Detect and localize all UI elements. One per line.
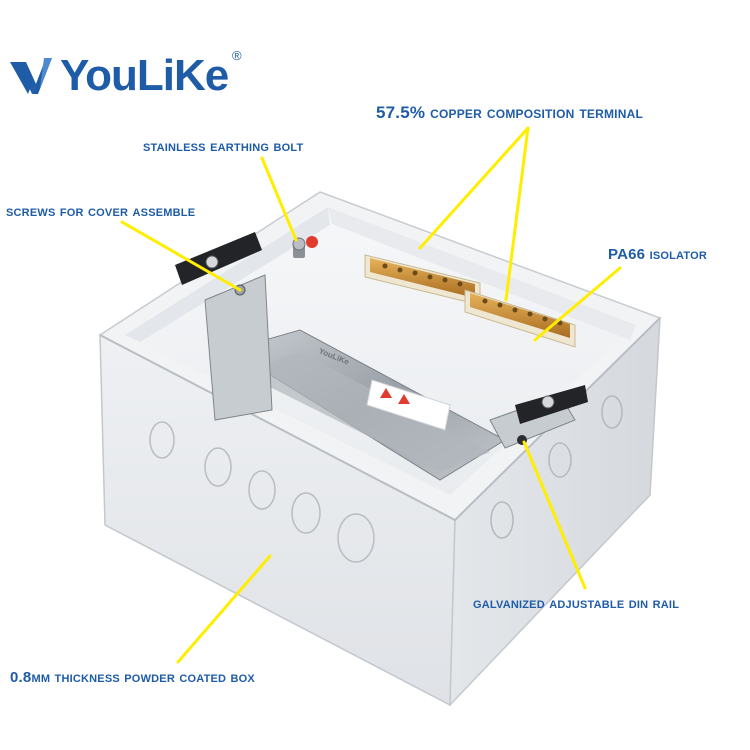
pointer-box [176, 554, 272, 664]
youlike-logo-icon [10, 58, 52, 94]
brand-logo: YouLiKe [8, 46, 229, 106]
isolator-label: PA66 isolator [608, 246, 707, 263]
right-mounting-bracket [489, 385, 588, 449]
cover-screws-label: screws for cover assemble [6, 203, 196, 220]
copper-terminal-label: 57.5% copper composition terminal [376, 103, 643, 122]
earthing-bolt-label: stainless earthing bolt [143, 138, 304, 155]
pointer-din-rail [522, 440, 587, 590]
registered-mark: ® [232, 48, 242, 63]
brand-name: YouLiKe [60, 51, 229, 100]
din-rail-label: galvanized adjustable din rail [473, 595, 680, 612]
pointer-isolator [533, 266, 622, 342]
annotation-pointers [120, 126, 622, 664]
pointer-copper-left [418, 126, 530, 250]
floor-warning-label [366, 379, 451, 431]
left-mounting-bracket [175, 232, 273, 421]
pointer-cover-screws [120, 220, 242, 292]
box-thickness-label: 0.8mm thickness powder coated box [10, 669, 255, 686]
pointer-copper-right [504, 126, 530, 302]
pointer-earthing-bolt [260, 156, 298, 242]
copper-terminal-bars [364, 254, 576, 348]
